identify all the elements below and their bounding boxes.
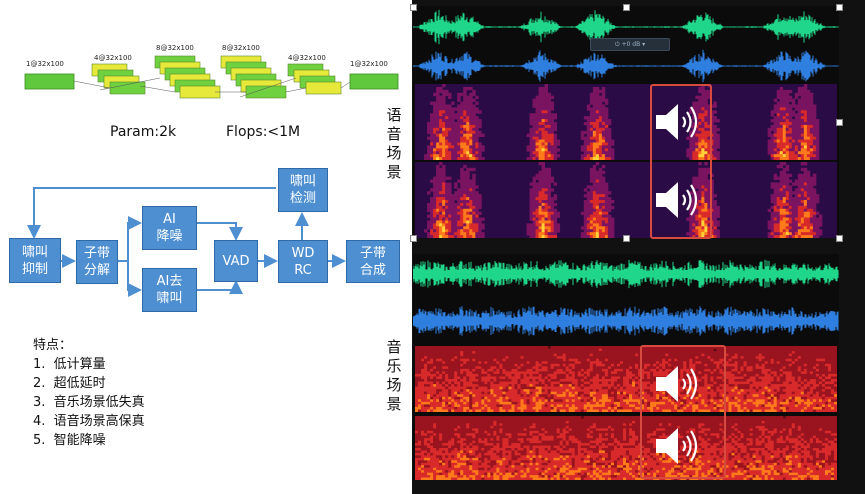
power-icon[interactable]: ⏻ bbox=[614, 41, 620, 48]
volume-readout: +0 dB bbox=[621, 41, 641, 48]
subband-synthesis-block: 子带 合成 bbox=[346, 240, 400, 283]
speech-spectrogram-1 bbox=[415, 84, 837, 160]
flops-text: Flops:<1M bbox=[226, 124, 301, 140]
speech-spectrogram-2 bbox=[415, 162, 837, 238]
param-text: Param:2k bbox=[110, 124, 177, 140]
feature-item-3: 3. 音乐场景低失真 bbox=[33, 395, 145, 410]
features-title: 特点： bbox=[33, 338, 73, 353]
music-waveform-blue bbox=[413, 306, 839, 336]
selection-handle[interactable] bbox=[836, 235, 843, 242]
feature-item-1: 1. 低计算量 bbox=[33, 357, 106, 372]
ai-denoise-block: AI 降噪 bbox=[142, 206, 197, 250]
layer-label-5: 4@32x100 bbox=[288, 54, 326, 62]
speech-scene-label: 语音场景 bbox=[386, 106, 402, 181]
feature-item-4: 4. 语音场景高保真 bbox=[33, 414, 145, 429]
music-waveform-green bbox=[413, 259, 839, 289]
howl-suppression-block: 啸叫 抑制 bbox=[9, 238, 61, 283]
vad-block: VAD bbox=[214, 240, 258, 282]
selection-handle[interactable] bbox=[410, 235, 417, 242]
music-highlight-box bbox=[640, 345, 726, 479]
music-spectrogram-1 bbox=[415, 346, 837, 412]
features-list: 特点： 1. 低计算量 2. 超低延时 3. 音乐场景低失真 4. 语音场景高保… bbox=[33, 336, 145, 450]
chevron-down-icon[interactable]: ▾ bbox=[642, 41, 646, 48]
selection-handle[interactable] bbox=[623, 235, 630, 242]
speech-waveform-green bbox=[413, 9, 839, 45]
speaker-icon bbox=[656, 366, 698, 402]
speech-waveform-blue bbox=[413, 49, 839, 83]
music-editor-panel bbox=[413, 254, 839, 480]
layer-label-4: 8@32x100 bbox=[222, 44, 260, 52]
selection-handle[interactable] bbox=[410, 4, 417, 11]
speaker-icon bbox=[656, 428, 698, 464]
selection-handle[interactable] bbox=[836, 119, 843, 126]
ai-dehowl-block: AI去 啸叫 bbox=[142, 268, 197, 312]
feature-item-5: 5. 智能降噪 bbox=[33, 433, 106, 448]
network-layers-graphic bbox=[24, 55, 399, 99]
left-diagram-area: 1@32x100 4@32x100 8@32x100 8@32x100 4@32… bbox=[0, 0, 412, 494]
howl-detection-block: 啸叫 检测 bbox=[278, 168, 328, 212]
speaker-icon bbox=[656, 104, 698, 140]
speech-highlight-box bbox=[650, 84, 712, 239]
layer-label-2: 4@32x100 bbox=[94, 54, 132, 62]
layer-label-6: 1@32x100 bbox=[350, 60, 388, 68]
wdrc-block: WD RC bbox=[278, 240, 328, 283]
flow-arrows bbox=[27, 187, 346, 297]
speaker-icon bbox=[656, 182, 698, 218]
music-spectrogram-2 bbox=[415, 416, 837, 480]
selection-handle[interactable] bbox=[623, 4, 630, 11]
layer-label-3: 8@32x100 bbox=[156, 44, 194, 52]
feature-item-2: 2. 超低延时 bbox=[33, 376, 106, 391]
layer-label-1: 1@32x100 bbox=[26, 60, 64, 68]
music-scene-label: 音乐场景 bbox=[386, 338, 402, 413]
volume-control[interactable]: ⏻ +0 dB ▾ bbox=[590, 38, 670, 51]
subband-decomposition-block: 子带 分解 bbox=[76, 240, 118, 284]
selection-handle[interactable] bbox=[836, 4, 843, 11]
